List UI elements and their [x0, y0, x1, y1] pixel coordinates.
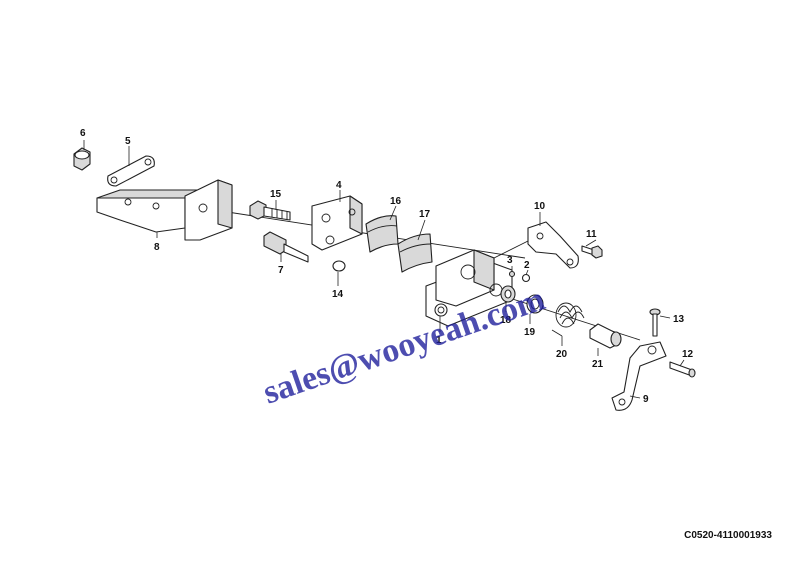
callout-9: 9	[643, 394, 649, 405]
callout-4: 4	[336, 180, 342, 191]
callout-16: 16	[390, 196, 402, 207]
callout-8: 8	[154, 242, 160, 253]
part-11-screw	[581, 245, 603, 259]
part-13-screw	[649, 308, 661, 337]
part-17-pad	[397, 233, 433, 273]
part-15-bolt	[249, 200, 291, 221]
part-4-block	[311, 195, 363, 251]
part-9-lever	[611, 341, 667, 411]
part-21-piston	[589, 323, 622, 349]
part-16-pad	[365, 215, 399, 253]
part-10-lever-bracket	[527, 221, 579, 269]
watermark-email: sales@wooyeah.com	[259, 281, 550, 412]
part-5-plate	[107, 155, 155, 187]
part-7-pin	[263, 231, 309, 263]
callout-10: 10	[534, 201, 546, 212]
callout-6: 6	[80, 128, 86, 139]
callout-7: 7	[278, 265, 284, 276]
part-12-pin	[669, 361, 696, 378]
drawing-code: C0520-4110001933	[684, 530, 772, 541]
part-20-spring	[551, 302, 585, 337]
callout-20: 20	[556, 349, 568, 360]
part-14-ring	[332, 260, 346, 272]
callout-2: 2	[524, 260, 530, 271]
callout-18: 18	[500, 315, 512, 326]
callout-3: 3	[507, 255, 513, 266]
part-19-washer	[526, 294, 544, 314]
part-2-washer	[521, 273, 531, 283]
callout-leaders	[83, 140, 685, 399]
callout-labels: 6 5 8 15 7 14 4 16 17 1 3 2 18 19 20 21 …	[80, 128, 694, 405]
part-18-bushing	[500, 285, 516, 303]
part-3-pin	[508, 270, 516, 278]
callout-12: 12	[682, 349, 694, 360]
part-1-housing	[425, 249, 513, 327]
callout-5: 5	[125, 136, 131, 147]
callout-21: 21	[592, 359, 604, 370]
part-8-bracket	[96, 179, 233, 241]
callout-14: 14	[332, 289, 344, 300]
callout-15: 15	[270, 189, 282, 200]
callout-1: 1	[436, 335, 442, 346]
callout-19: 19	[524, 327, 536, 338]
callout-17: 17	[419, 209, 431, 220]
part-6-nut	[73, 147, 91, 171]
callout-11: 11	[586, 229, 597, 240]
callout-13: 13	[673, 314, 685, 325]
